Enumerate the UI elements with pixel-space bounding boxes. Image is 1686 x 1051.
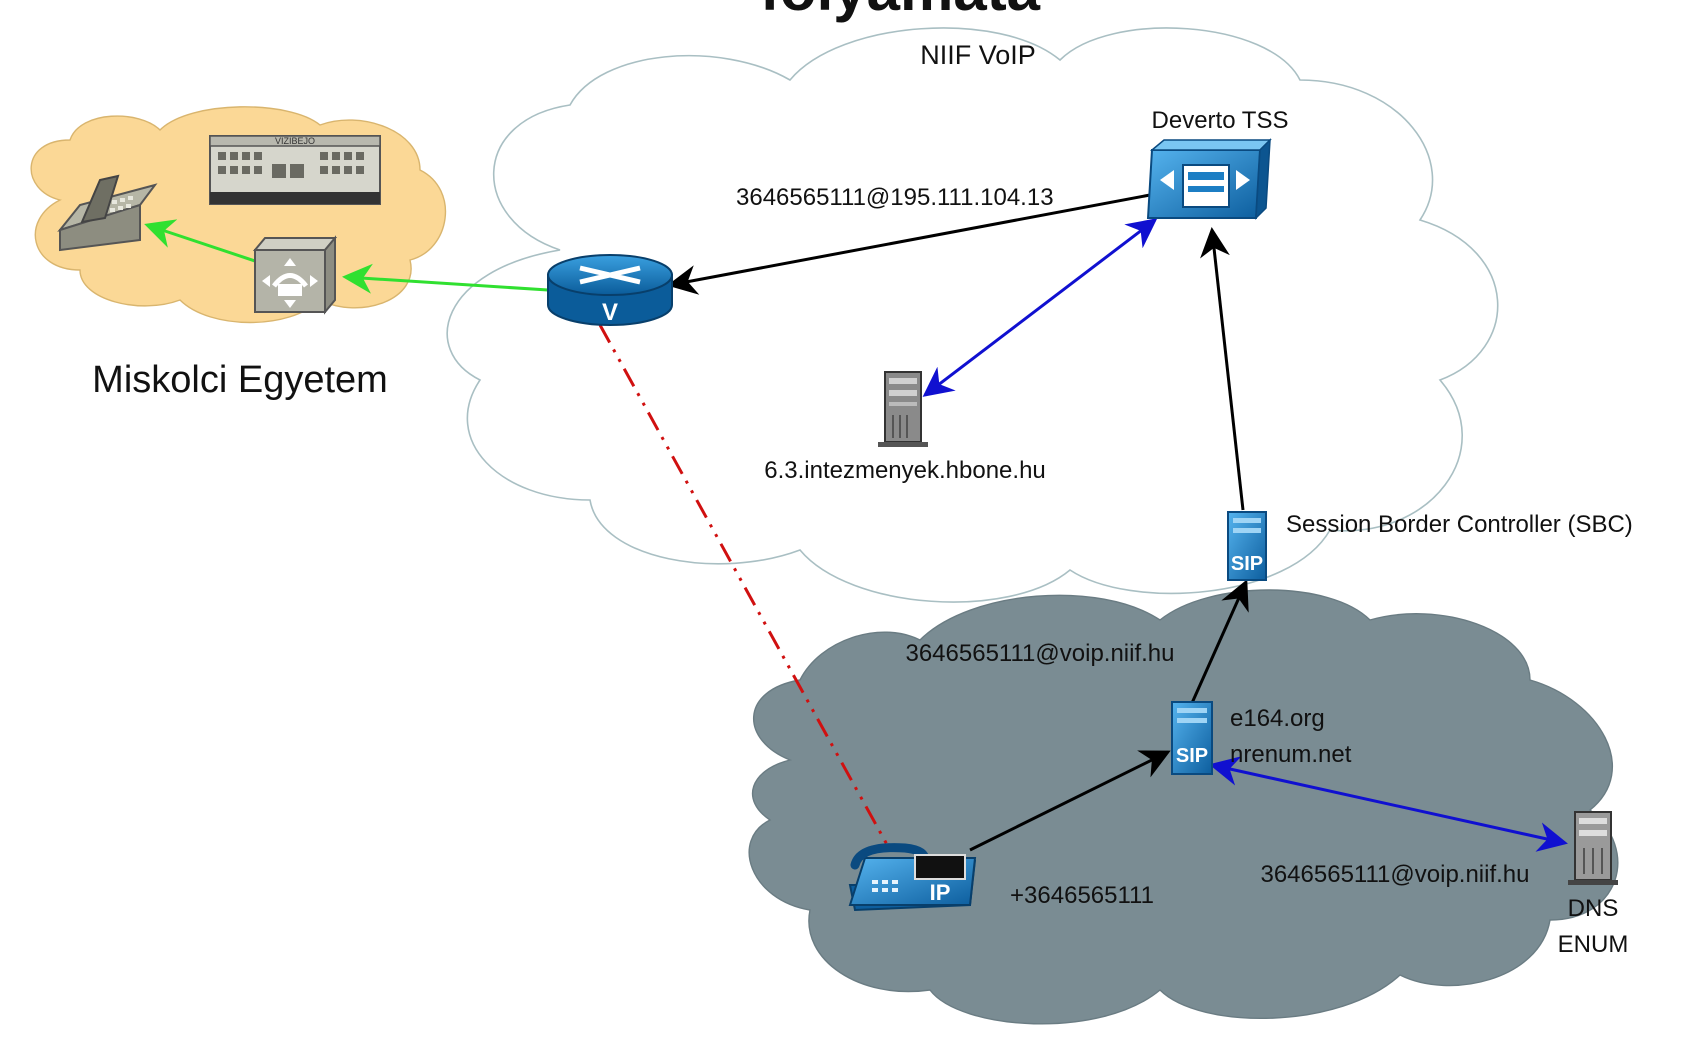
voice-gateway-icon xyxy=(252,235,338,315)
hbone-server-icon xyxy=(878,371,928,447)
link-e164-to-sbc xyxy=(1186,579,1249,713)
e164-server-icon: SIP xyxy=(1171,701,1213,775)
dns-label-line1: DNS xyxy=(1568,895,1619,922)
svg-text:SIP: SIP xyxy=(1231,553,1263,575)
svg-text:SIP: SIP xyxy=(1176,745,1208,767)
svg-text:V: V xyxy=(602,299,618,326)
university-label: Miskolci Egyetem xyxy=(92,359,388,401)
niif-voip-label: NIIF VoIP xyxy=(920,40,1036,70)
dns-server-icon xyxy=(1568,811,1618,885)
link-deverto-to-router xyxy=(667,193,1151,295)
enum-cloud xyxy=(748,589,1619,1025)
dns-route-label: 3646565111@voip.niif.hu xyxy=(1260,861,1529,888)
ip-phone-label: +3646565111 xyxy=(1010,882,1154,909)
link-deverto-hbone xyxy=(922,218,1158,397)
deverto-tss-label: Deverto TSS xyxy=(1152,107,1289,134)
link-ipphone-to-e164 xyxy=(969,750,1171,852)
voice-router-icon: V xyxy=(547,254,673,326)
link-gateway-to-phone xyxy=(144,219,259,264)
e164-label-line2: nrenum.net xyxy=(1230,741,1352,768)
link-sbc-to-deverto xyxy=(1200,227,1245,511)
deverto-tss-icon xyxy=(1146,138,1272,220)
svg-text:VIZIBEJO: VIZIBEJO xyxy=(275,136,315,146)
sbc-server-icon: SIP xyxy=(1227,511,1267,581)
link-e164-dns xyxy=(1209,756,1568,852)
dns-label-line2: ENUM xyxy=(1558,931,1629,958)
desk-phone-icon xyxy=(57,174,158,252)
hbone-label: 6.3.intezmenyek.hbone.hu xyxy=(764,457,1046,484)
svg-text:IP: IP xyxy=(930,880,951,905)
building-icon: VIZIBEJO xyxy=(209,135,381,205)
sbc-label: Session Border Controller (SBC) xyxy=(1286,511,1633,538)
e164-label-line1: e164.org xyxy=(1230,705,1325,732)
page-title: folyamata xyxy=(760,0,1041,23)
sbc-route-label: 3646565111@voip.niif.hu xyxy=(905,640,1174,667)
gateway-route-label: 3646565111@195.111.104.13 xyxy=(736,184,1054,211)
ip-phone-icon: IP xyxy=(848,843,977,912)
link-router-to-gateway xyxy=(342,263,549,294)
